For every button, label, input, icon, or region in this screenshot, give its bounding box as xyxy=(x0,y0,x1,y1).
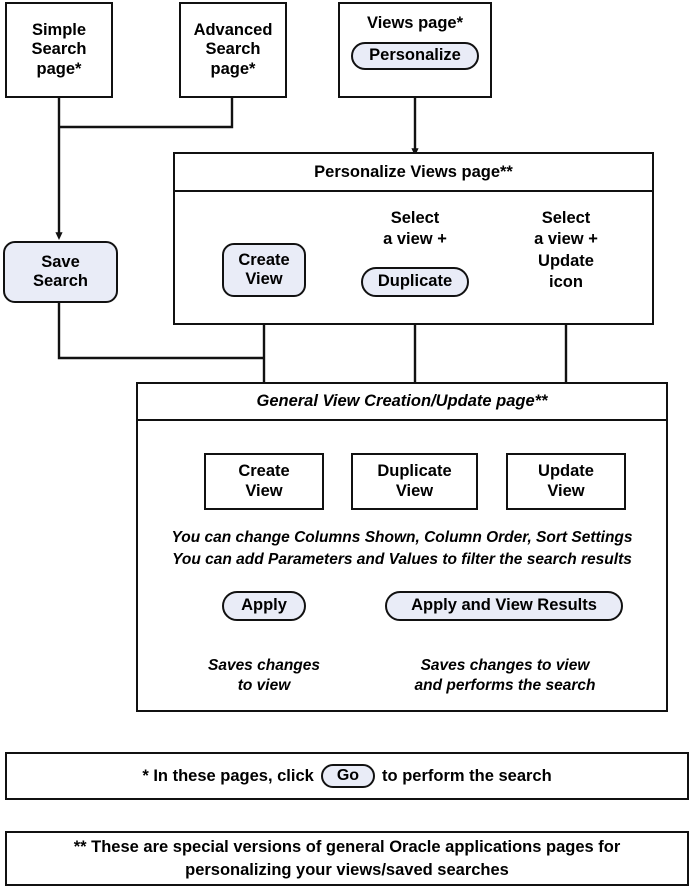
general-view-panel: General View Creation/Update page** xyxy=(136,382,668,712)
apply-and-view-result-text: Saves changes to view and performs the s… xyxy=(414,657,596,695)
apply-result-text: Saves changes to view xyxy=(207,657,320,695)
simple-search-page-box[interactable]: Simple Search page* xyxy=(5,2,113,98)
apply-and-view-results-button-label: Apply and View Results xyxy=(411,596,597,615)
advanced-search-page-label: Advanced Search page* xyxy=(193,20,273,78)
duplicate-view-box-label: Duplicate View xyxy=(377,462,452,500)
advanced-search-page-box[interactable]: Advanced Search page* xyxy=(179,2,287,98)
apply-and-view-results-button[interactable]: Apply and View Results xyxy=(385,591,623,621)
views-page-box[interactable]: Views page* Personalize xyxy=(338,2,492,98)
create-view-box[interactable]: Create View xyxy=(204,453,324,510)
update-view-box[interactable]: Update View xyxy=(506,453,626,510)
apply-button[interactable]: Apply xyxy=(222,591,306,621)
create-view-button-label: Create View xyxy=(238,250,290,288)
personalize-views-panel-title-text: Personalize Views page** xyxy=(314,162,513,181)
legend-footnote-one: * In these pages, click Go to perform th… xyxy=(5,752,689,800)
general-view-note-2: You can add Parameters and Values to fil… xyxy=(172,551,632,568)
update-view-box-label: Update View xyxy=(538,462,594,500)
general-view-note-1: You can change Columns Shown, Column Ord… xyxy=(171,529,633,546)
duplicate-button-label: Duplicate xyxy=(377,272,453,291)
general-view-panel-title-text: General View Creation/Update page** xyxy=(256,392,548,410)
create-view-box-label: Create View xyxy=(238,462,290,500)
legend-footnote-one-suffix: to perform the search xyxy=(382,766,552,785)
legend-footnote-one-prefix: * In these pages, click xyxy=(142,766,314,785)
views-page-label: Views page* xyxy=(367,14,463,32)
legend-footnote-two-text: ** These are special versions of general… xyxy=(73,838,621,879)
personalize-button[interactable]: Personalize xyxy=(351,42,479,70)
duplicate-view-box[interactable]: Duplicate View xyxy=(351,453,478,510)
go-button[interactable]: Go xyxy=(320,764,376,788)
update-icon-caption: Select a view + Update icon xyxy=(534,209,598,292)
general-view-panel-title: General View Creation/Update page** xyxy=(138,384,666,421)
go-button-label: Go xyxy=(336,767,360,785)
apply-button-label: Apply xyxy=(241,596,287,615)
duplicate-button[interactable]: Duplicate xyxy=(361,267,469,297)
personalize-views-panel-title: Personalize Views page** xyxy=(175,154,652,192)
duplicate-caption: Select a view + xyxy=(383,209,447,249)
personalize-button-label: Personalize xyxy=(369,46,461,65)
save-search-box[interactable]: Save Search xyxy=(3,241,118,303)
create-view-button[interactable]: Create View xyxy=(222,243,306,297)
save-search-label: Save Search xyxy=(32,252,89,290)
simple-search-page-label: Simple Search page* xyxy=(31,20,87,78)
legend-footnote-two: ** These are special versions of general… xyxy=(5,831,689,886)
